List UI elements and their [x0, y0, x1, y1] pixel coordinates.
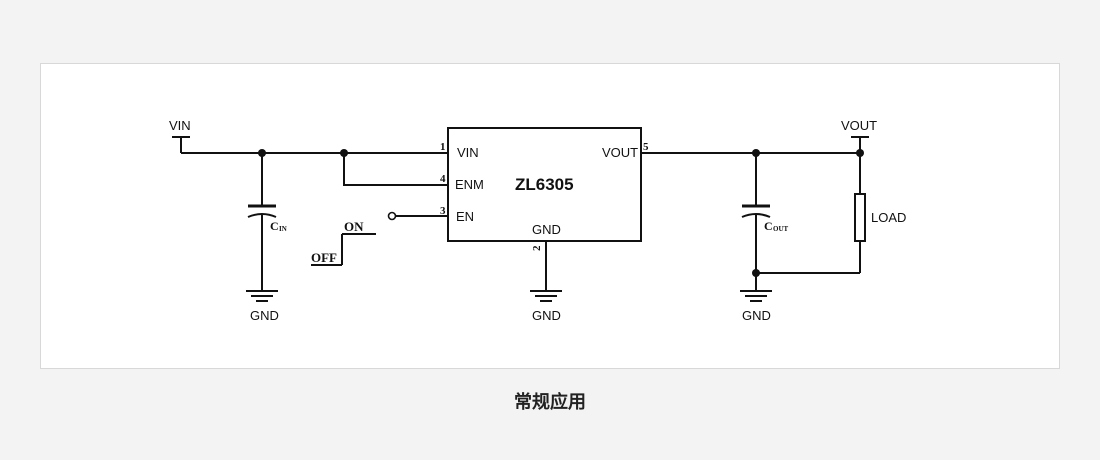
gnd-label: GND — [742, 308, 771, 323]
pin-number-3: 3 — [440, 205, 446, 217]
pin-number-4: 4 — [440, 173, 446, 185]
pin-number-2: 2 — [531, 245, 543, 251]
pin-number-5: 5 — [643, 141, 649, 153]
pin-number-1: 1 — [440, 141, 446, 153]
pin-en-label: EN — [456, 209, 474, 224]
pin-vout-label: VOUT — [602, 145, 638, 160]
enm-wire — [343, 153, 448, 186]
cout-subscript: OUT — [773, 225, 789, 233]
gnd-label: GND — [532, 308, 561, 323]
cout-label: C — [764, 219, 773, 233]
cout-capacitor — [741, 153, 771, 291]
cin-capacitor — [247, 153, 277, 291]
chip-body — [447, 127, 642, 242]
on-label: ON — [344, 219, 364, 234]
ground-symbol — [530, 290, 562, 302]
en-open-terminal — [387, 211, 397, 221]
cin-label: C — [270, 219, 279, 233]
figure-caption: 常规应用 — [514, 392, 586, 413]
ground-symbol — [246, 290, 278, 302]
ground-symbol — [740, 290, 772, 302]
pin-vin-label: VIN — [457, 145, 479, 160]
on-off-switch-symbol — [311, 233, 376, 266]
off-label: OFF — [311, 250, 337, 265]
pin-gnd-label: GND — [532, 222, 561, 237]
load-resistor — [756, 153, 866, 274]
vout-label: VOUT — [841, 118, 877, 133]
gnd-label: GND — [250, 308, 279, 323]
load-label: LOAD — [871, 210, 906, 225]
chip-name: ZL6305 — [515, 175, 574, 194]
pin-enm-label: ENM — [455, 177, 484, 192]
vin-terminal — [172, 136, 190, 153]
vout-terminal — [851, 136, 869, 153]
cin-subscript: IN — [279, 225, 287, 233]
vin-label: VIN — [169, 118, 191, 133]
